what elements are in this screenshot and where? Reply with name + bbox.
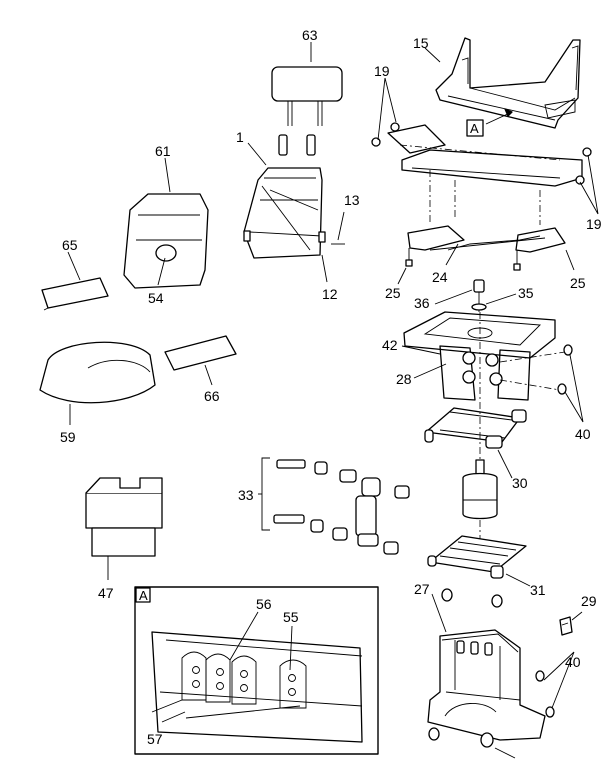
callout-33: 33 (238, 487, 254, 503)
callout-65: 65 (62, 237, 78, 253)
ref-a-box (466, 119, 484, 137)
armrest-right (164, 335, 237, 371)
callout-19-top: 19 (374, 63, 390, 79)
callout-66: 66 (204, 388, 220, 404)
callout-13: 13 (344, 192, 360, 208)
callout-25-right: 25 (570, 275, 586, 291)
suspension-top (403, 279, 573, 460)
callout-42: 42 (382, 337, 398, 353)
callout-30: 30 (512, 475, 528, 491)
suspension-base (427, 629, 555, 748)
back-cushion (123, 193, 209, 289)
callout-19-right: 19 (586, 216, 602, 232)
callout-12: 12 (322, 286, 338, 302)
callout-57: 57 (147, 731, 163, 747)
scissor-link-upper (424, 407, 527, 449)
callout-36: 36 (414, 295, 430, 311)
shock-kit (258, 457, 410, 555)
callout-40-top: 40 (575, 426, 591, 442)
callout-40-bottom: 40 (565, 654, 581, 670)
callout-59: 59 (60, 429, 76, 445)
callout-35: 35 (518, 285, 534, 301)
callout-25-left: 25 (385, 285, 401, 301)
seat-frame (435, 37, 581, 129)
callout-29: 29 (581, 593, 597, 609)
callout-15: 15 (413, 35, 429, 51)
seat-cushion (39, 341, 156, 404)
clip-part (559, 616, 573, 636)
headrest (271, 66, 343, 156)
callout-31: 31 (530, 582, 546, 598)
callout-54: 54 (148, 290, 164, 306)
detail-a-tag: A (139, 588, 148, 603)
bushings (441, 588, 503, 608)
slide-rails (371, 122, 592, 225)
scissor-link-lower (427, 535, 527, 579)
armrest-left (41, 277, 109, 311)
callout-24: 24 (432, 269, 448, 285)
callout-1: 1 (236, 129, 244, 145)
mount-brackets (405, 225, 566, 271)
callout-63: 63 (302, 27, 318, 43)
ref-a-tag: A (470, 121, 479, 136)
backrest-frame (243, 167, 326, 259)
callout-56: 56 (256, 596, 272, 612)
callout-27: 27 (414, 581, 430, 597)
callout-61: 61 (155, 143, 171, 159)
callout-55: 55 (283, 609, 299, 625)
air-spring (462, 459, 498, 545)
detail-view-a: A (134, 586, 379, 755)
callout-28: 28 (396, 371, 412, 387)
callout-47: 47 (98, 585, 114, 601)
suspension-cover (85, 477, 163, 557)
